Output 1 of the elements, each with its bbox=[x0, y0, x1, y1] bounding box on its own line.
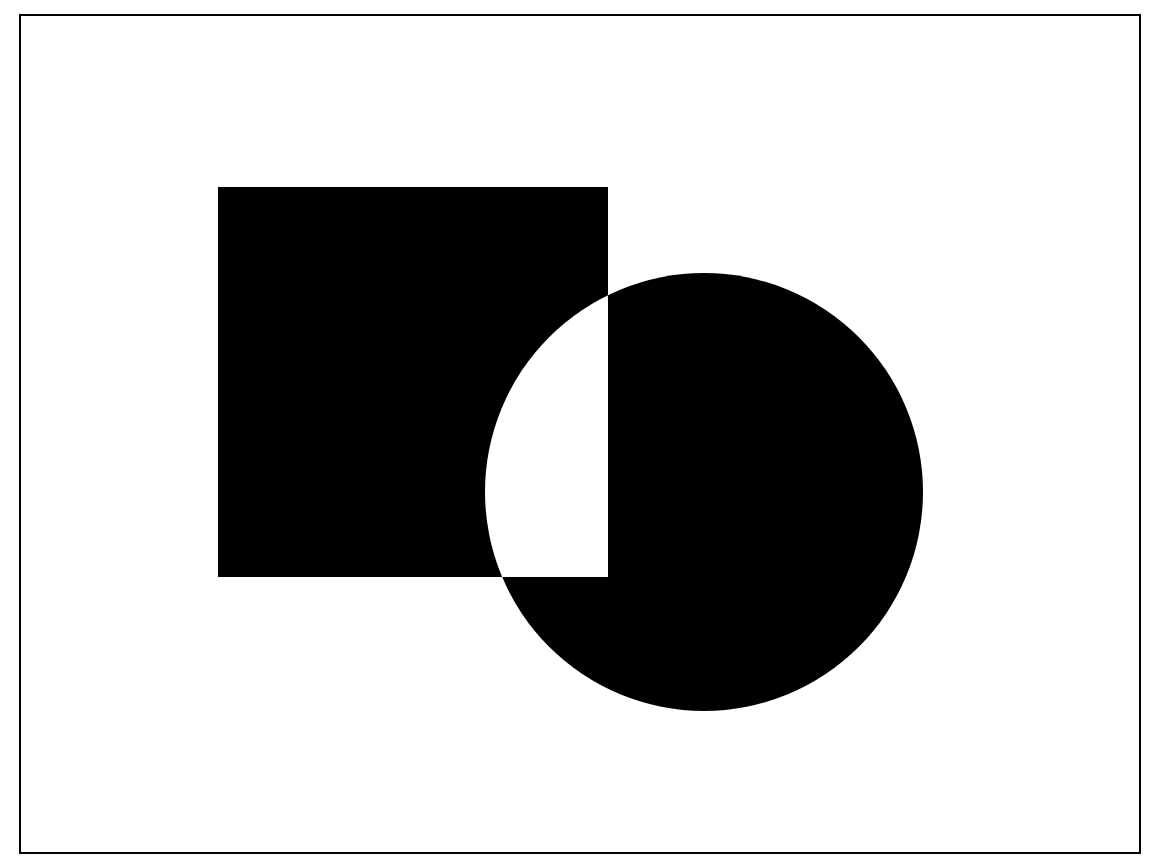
circle-shape bbox=[485, 273, 923, 711]
